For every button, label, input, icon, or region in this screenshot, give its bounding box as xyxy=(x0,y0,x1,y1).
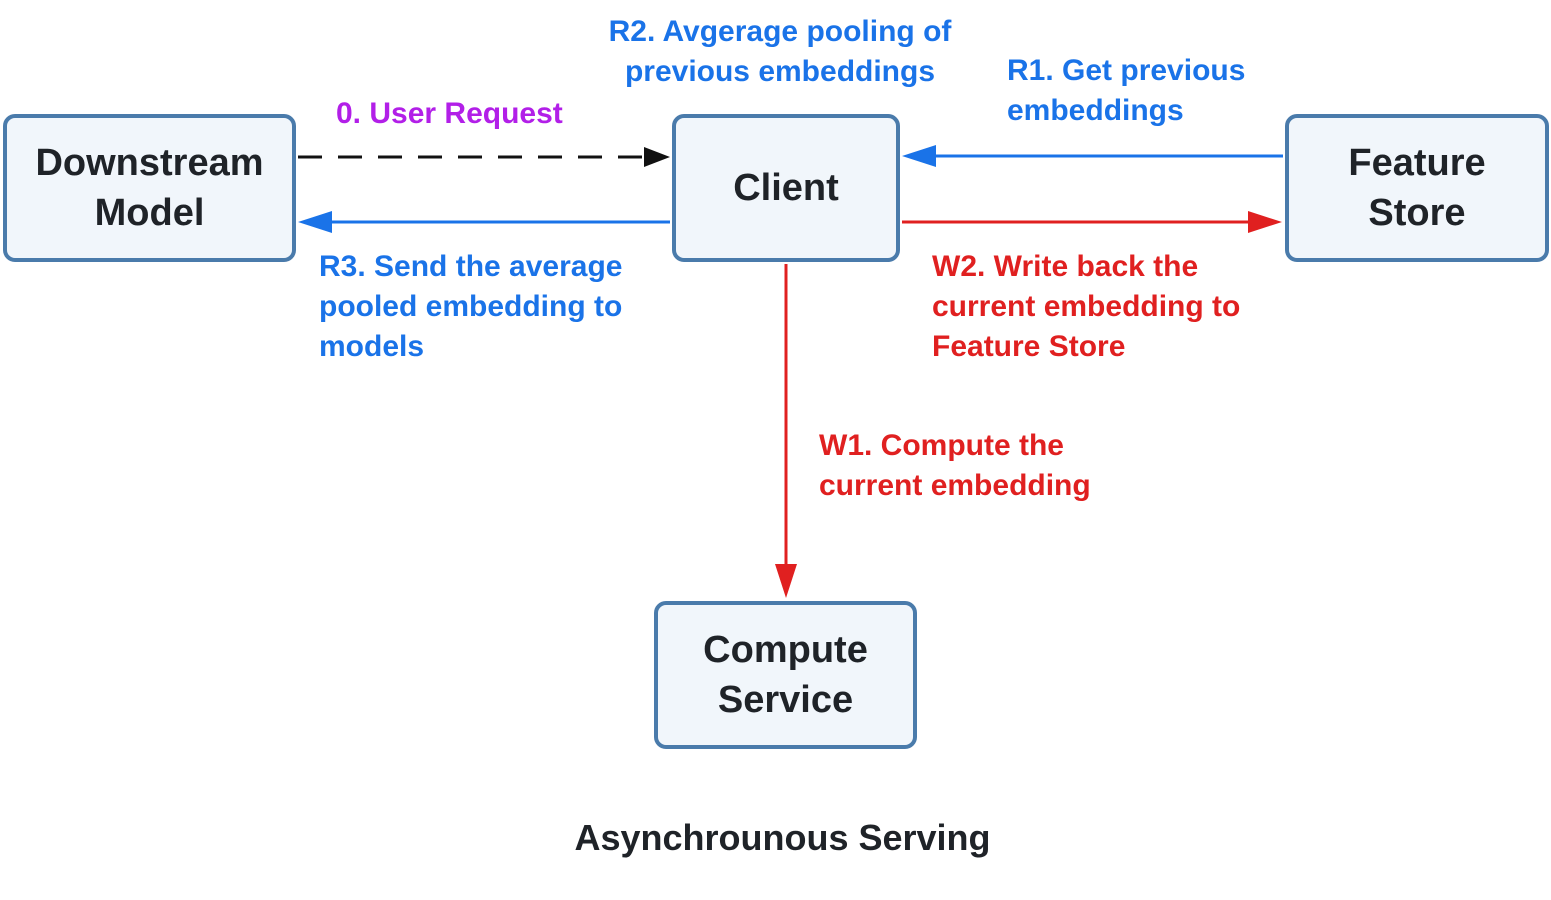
arrowhead-user-request xyxy=(644,147,670,167)
diagram-title: Asynchrounous Serving xyxy=(574,817,991,858)
arrowhead-w2 xyxy=(1248,211,1282,233)
node-compute-service[interactable]: Compute Service xyxy=(654,601,917,749)
arrowhead-r3 xyxy=(298,211,332,233)
label-w2-write-back-embedding: W2. Write back the current embedding to … xyxy=(932,250,1241,363)
node-client[interactable]: Client xyxy=(672,114,900,262)
label-r2-average-pooling: R2. Avgerage pooling of previous embeddi… xyxy=(608,15,952,88)
arrowhead-w1 xyxy=(775,564,797,598)
node-client-label: Client xyxy=(733,167,839,209)
label-r1-get-previous-embeddings: R1. Get previous embeddings xyxy=(1007,54,1246,127)
node-compute-service-label: Compute Service xyxy=(703,629,868,721)
node-feature-store[interactable]: Feature Store xyxy=(1285,114,1549,262)
label-r3-send-pooled-embedding: R3. Send the average pooled embedding to… xyxy=(319,250,623,363)
arrowhead-r1 xyxy=(902,145,936,167)
label-user-request: 0. User Request xyxy=(336,97,563,130)
label-w1-compute-embedding: W1. Compute the current embedding xyxy=(819,429,1091,502)
node-downstream-model[interactable]: Downstream Model xyxy=(3,114,296,262)
node-feature-store-label: Feature Store xyxy=(1348,142,1486,234)
node-downstream-model-label: Downstream Model xyxy=(35,142,264,234)
